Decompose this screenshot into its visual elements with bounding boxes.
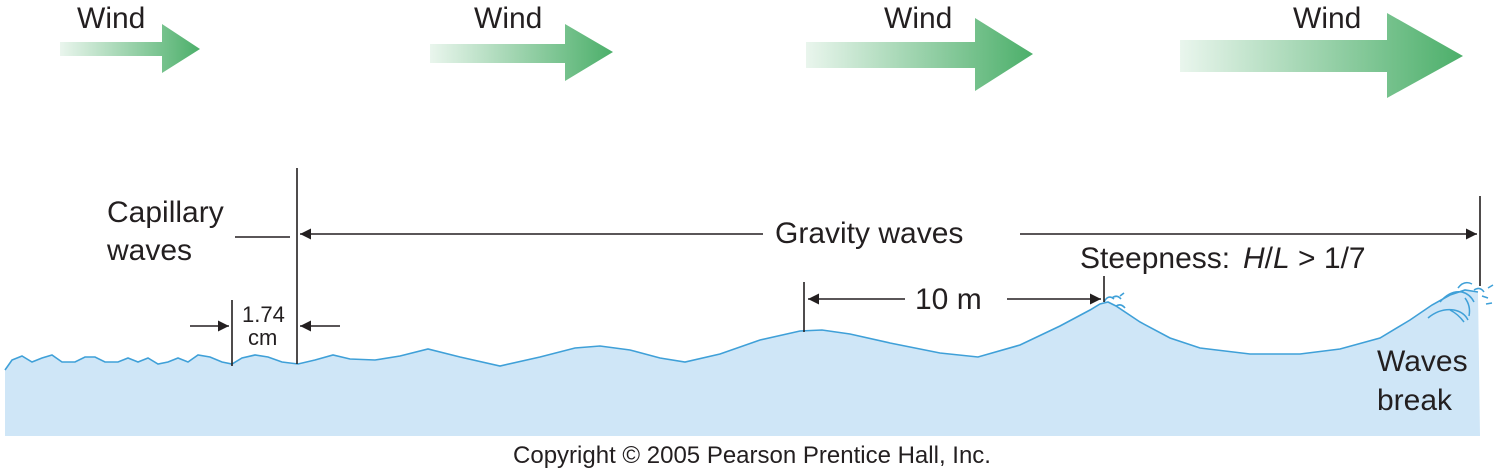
steepness-h: H xyxy=(1243,242,1265,275)
waves-break-line1: Waves xyxy=(1377,345,1468,378)
wind-arrow-2: Wind xyxy=(430,2,613,81)
wind-label-1: Wind xyxy=(77,2,145,35)
wind-label-2: Wind xyxy=(474,2,542,35)
wind-arrow-2-shape xyxy=(430,24,613,81)
steepness-slash: / xyxy=(1265,242,1274,275)
wind-arrow-1: Wind xyxy=(60,2,200,73)
copyright-notice: Copyright © 2005 Pearson Prentice Hall, … xyxy=(513,442,991,469)
wind-arrow-1-shape xyxy=(60,24,200,73)
wind-arrow-3: Wind xyxy=(806,2,1033,91)
wind-arrow-3-shape xyxy=(806,18,1033,91)
cap-length-unit: cm xyxy=(248,325,277,350)
wind-arrow-4: Wind xyxy=(1180,2,1463,98)
steepness-relation: > 1/7 xyxy=(1290,242,1366,275)
wind-label-3: Wind xyxy=(884,2,952,35)
steepness-label: Steepness: H/L > 1/7 xyxy=(1080,242,1366,275)
breaking-wave-foam xyxy=(1427,281,1494,323)
wind-arrow-4-shape xyxy=(1180,13,1463,98)
steepness-l: L xyxy=(1273,242,1290,275)
capillary-label-line2: waves xyxy=(106,234,192,267)
waves-break-line2: break xyxy=(1377,384,1453,417)
cap-length-value: 1.74 xyxy=(242,302,285,327)
wind-label-4: Wind xyxy=(1293,2,1361,35)
ten-m-label: 10 m xyxy=(915,283,982,316)
gravity-waves-label: Gravity waves xyxy=(775,217,963,250)
capillary-label-line1: Capillary xyxy=(107,196,224,229)
steepness-prefix: Steepness: xyxy=(1080,242,1230,275)
water-body xyxy=(5,290,1480,436)
water-surface-line xyxy=(4,289,1479,371)
